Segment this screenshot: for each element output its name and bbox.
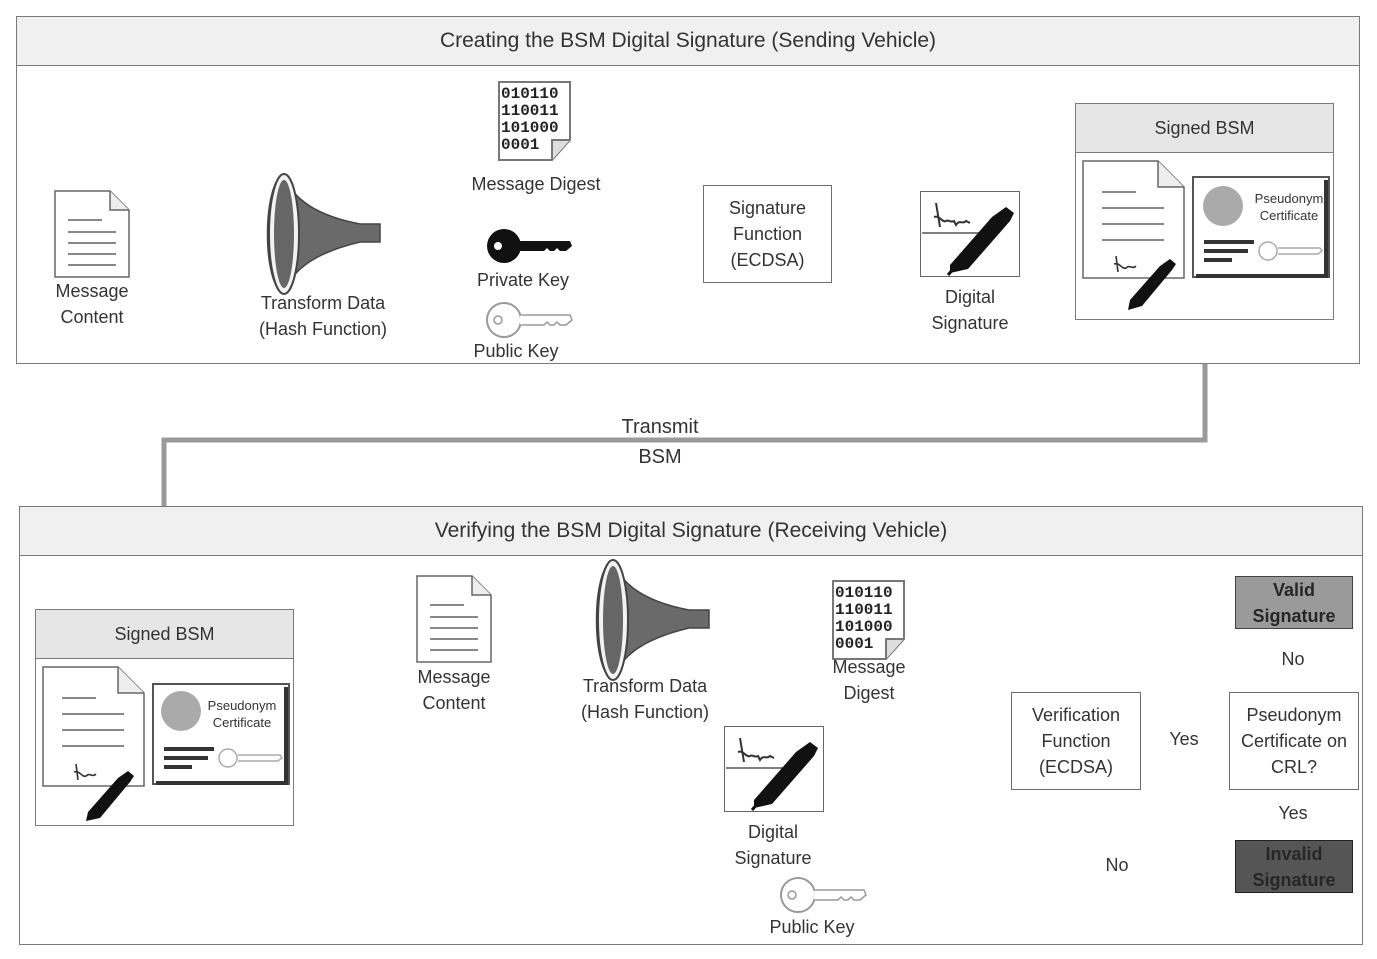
pseudonym-certificate-icon (152, 683, 290, 785)
public-key-icon (486, 302, 573, 338)
digest-bits-row: 101000 (501, 119, 559, 137)
public-key-icon (780, 877, 867, 913)
edge-label-no: No (1105, 855, 1129, 875)
pseudonym-certificate-icon (1192, 176, 1330, 278)
private-key-label: Private Key (476, 270, 570, 290)
document-icon (54, 190, 130, 278)
message-digest-label: Message Digest (471, 174, 601, 194)
private-key-icon (487, 229, 572, 263)
public-key-label: Public Key (473, 341, 559, 361)
digest-bits-row: 010110 (835, 584, 893, 602)
received-signed-bsm-title: Signed BSM (36, 610, 293, 659)
digital-signature-icon (724, 726, 824, 812)
public-key-label: Public Key (769, 917, 855, 937)
digest-bits-row: 110011 (501, 102, 559, 120)
signed-document-icon (1082, 160, 1185, 310)
transform-data-label: Transform Data(Hash Function) (580, 676, 710, 722)
sending-panel-title: Creating the BSM Digital Signature (Send… (17, 17, 1359, 66)
document-icon (416, 575, 492, 663)
binary-digest-icon: 010110 110011 101000 0001 (832, 580, 905, 660)
binary-digest-icon: 010110 110011 101000 0001 (498, 81, 571, 161)
digest-bits-row: 0001 (501, 136, 539, 154)
digest-bits-row: 010110 (501, 85, 559, 103)
digest-bits-row: 110011 (835, 601, 893, 619)
edge-label-yes: Yes (1278, 803, 1308, 823)
digital-signature-icon (920, 191, 1020, 277)
digest-bits-row: 101000 (835, 618, 893, 636)
edge-label-no: No (1281, 649, 1305, 669)
signed-document-icon (42, 666, 145, 821)
funnel-icon (595, 559, 710, 681)
edge-label-yes: Yes (1169, 729, 1199, 749)
signed-bsm-title: Signed BSM (1076, 104, 1333, 153)
digest-bits-row: 0001 (835, 635, 873, 653)
receiving-panel-title: Verifying the BSM Digital Signature (Rec… (20, 507, 1362, 556)
funnel-icon (266, 173, 381, 295)
transform-data-label: Transform Data(Hash Function) (258, 293, 388, 339)
